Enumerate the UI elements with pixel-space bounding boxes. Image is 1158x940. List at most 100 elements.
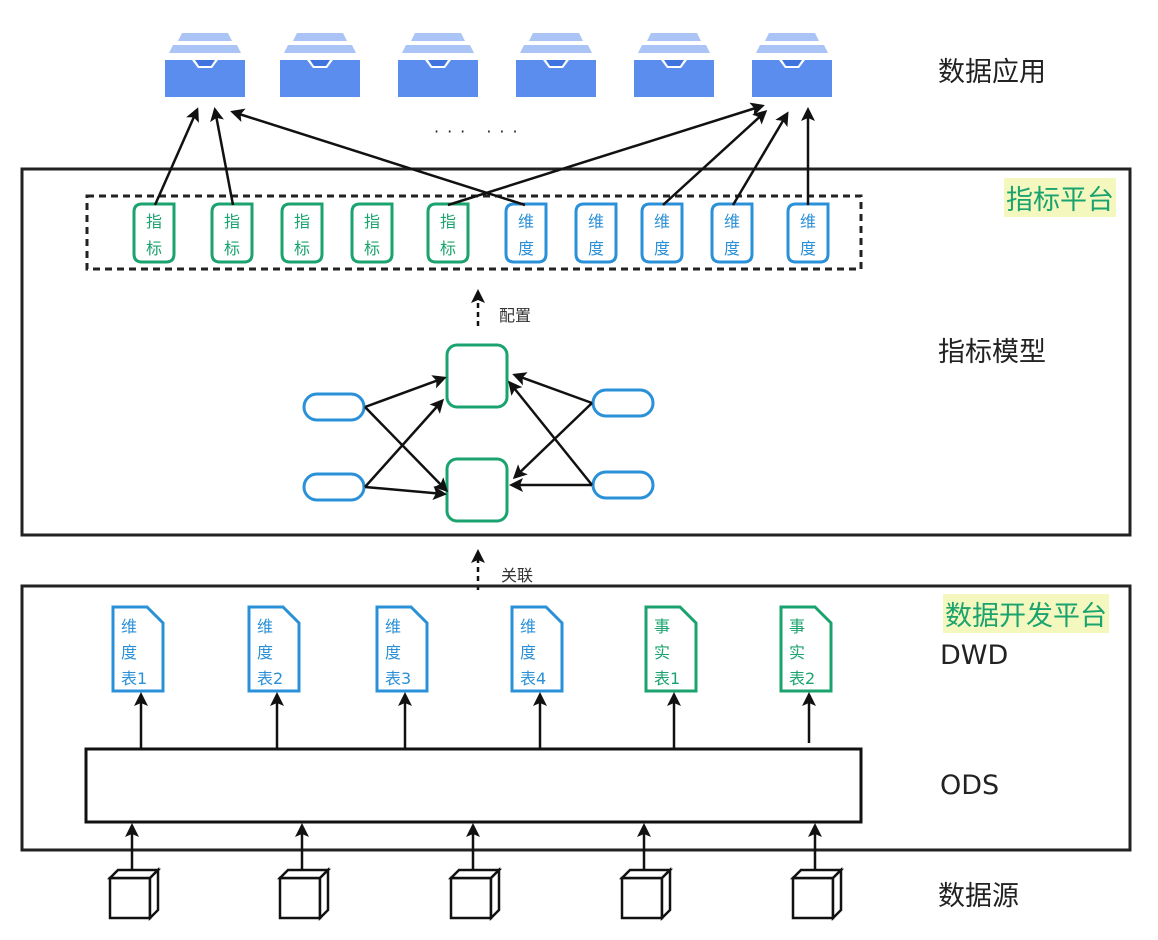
card-text-line2: 标: [224, 239, 240, 258]
metric-platform-container: [20, 167, 1132, 537]
card-text-line1: 指: [440, 212, 456, 231]
doc-text-line3: 表1: [654, 669, 680, 688]
card-text-line2: 标: [146, 239, 162, 258]
platform-tag-metric: 指标平台: [1004, 178, 1116, 217]
doc-text-line1: 事: [789, 617, 805, 636]
arrow-metric1-app1: [153, 107, 199, 206]
doc-text-line3: 表3: [385, 669, 411, 688]
doc-text-line2: 度: [121, 643, 137, 662]
model-node-dim-right-bottom: [591, 470, 655, 500]
card-text-line1: 指: [224, 212, 240, 231]
data-source-cube: [447, 866, 503, 922]
card-text-line1: 指: [146, 212, 162, 231]
layer-label-data-app: 数据应用: [938, 57, 1046, 88]
card-text-line2: 度: [518, 239, 534, 258]
metric-card: 指标: [350, 202, 394, 264]
card-text-line1: 维: [724, 212, 740, 231]
arrow-dim1-app1: [230, 108, 526, 207]
card-text-line2: 标: [440, 239, 456, 258]
configure-label: 配置: [499, 306, 532, 325]
dimension-card: 维度: [504, 202, 548, 264]
card-outline: [504, 202, 548, 264]
doc-text-line3: 表1: [121, 669, 147, 688]
card-outline: [280, 202, 324, 264]
doc-text-line2: 实: [654, 643, 670, 662]
model-node-dim-left-bottom: [302, 472, 366, 502]
doc-text-line3: 表4: [520, 669, 546, 688]
model-node-dim-right-top: [591, 388, 655, 418]
model-node-dim-left-top: [302, 392, 366, 422]
card-outline: [132, 202, 176, 264]
dimension-card: 维度: [574, 202, 618, 264]
doc-text-line3: 表2: [257, 669, 283, 688]
doc-outline: [779, 605, 833, 693]
platform-tag-data-dev: 数据开发平台: [943, 594, 1109, 633]
edge-lb-mt: [364, 398, 445, 488]
card-text-line1: 维: [588, 212, 604, 231]
ods-layer-box: [84, 747, 863, 824]
app-tray-icon: [398, 33, 478, 97]
metric-card: 指标: [426, 202, 470, 264]
metric-card: 指标: [210, 202, 254, 264]
layer-label-data-source: 数据源: [938, 881, 1019, 912]
doc-text-line1: 维: [121, 617, 137, 636]
data-dev-platform-container: [20, 584, 1132, 852]
doc-text-line2: 实: [789, 643, 805, 662]
card-outline: [786, 202, 830, 264]
app-tray-icon: [752, 33, 832, 97]
edge-lb-mb: [364, 485, 447, 501]
model-node-metric-top: [445, 343, 509, 409]
card-text-line2: 度: [654, 239, 670, 258]
card-text-line1: 维: [654, 212, 670, 231]
arrow-dim3-app6: [662, 109, 768, 206]
card-outline: [426, 202, 470, 264]
app-arrows: [153, 102, 815, 207]
arrow-dim4-app6: [731, 111, 789, 206]
card-text-line2: 标: [294, 239, 310, 258]
doc-outline: [510, 605, 564, 693]
metric-model-graph: [302, 343, 655, 523]
layer-label-metric-model: 指标模型: [938, 337, 1046, 368]
card-text-line2: 度: [588, 239, 604, 258]
metric-card: 指标: [280, 202, 324, 264]
arrow-metric2-app1: [210, 107, 235, 206]
card-text-line1: 指: [364, 212, 380, 231]
ods-to-dwd-arrows: [134, 692, 816, 749]
edge-rt-mt: [512, 372, 593, 405]
metric-card: 指标: [132, 202, 176, 264]
doc-text-line1: 维: [257, 617, 273, 636]
edge-rb-mt: [508, 380, 593, 486]
doc-outline: [111, 605, 165, 693]
doc-text-line2: 度: [385, 643, 401, 662]
card-text-line1: 维: [800, 212, 816, 231]
edge-lt-mt: [364, 375, 447, 409]
dimension-card: 维度: [640, 202, 684, 264]
card-outline: [710, 202, 754, 264]
card-outline: [640, 202, 684, 264]
data-source-cube: [618, 866, 674, 922]
dimension-card: 维度: [710, 202, 754, 264]
card-outline: [350, 202, 394, 264]
doc-outline: [644, 605, 698, 693]
card-outline: [210, 202, 254, 264]
app-tray-icon: [634, 33, 714, 97]
model-node-metric-bottom: [445, 457, 509, 523]
associate-label: 关联: [501, 566, 534, 585]
doc-text-line1: 维: [520, 617, 536, 636]
ellipsis: ··· ···: [434, 122, 526, 141]
app-tray-icon: [165, 33, 245, 97]
data-app-icons: [165, 33, 832, 97]
card-text-line1: 维: [518, 212, 534, 231]
card-text-line2: 度: [800, 239, 816, 258]
layer-label-ods: ODS: [940, 770, 1000, 801]
edge-rt-mb: [512, 402, 593, 480]
